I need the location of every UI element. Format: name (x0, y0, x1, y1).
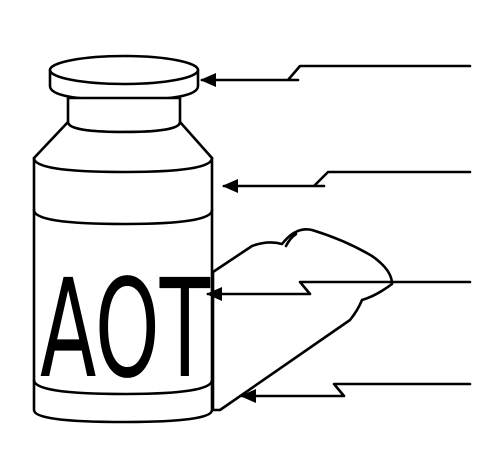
hand-shape (211, 228, 394, 412)
cap-top (48, 54, 200, 86)
callout-arrow-label (206, 280, 472, 301)
bottle-body (32, 120, 214, 424)
label-bottom-band (32, 378, 214, 396)
hand-finger-line (284, 232, 298, 248)
callout-arrow-base (240, 382, 472, 403)
bottle-label-text: AOT (40, 251, 211, 409)
label-top-band (32, 208, 214, 226)
callout-arrow-cap (200, 64, 472, 87)
callout-arrow-shoulder (222, 170, 472, 193)
bottle-cap (48, 54, 200, 102)
bottle-neck (66, 96, 182, 134)
shoulder-line (32, 156, 214, 174)
